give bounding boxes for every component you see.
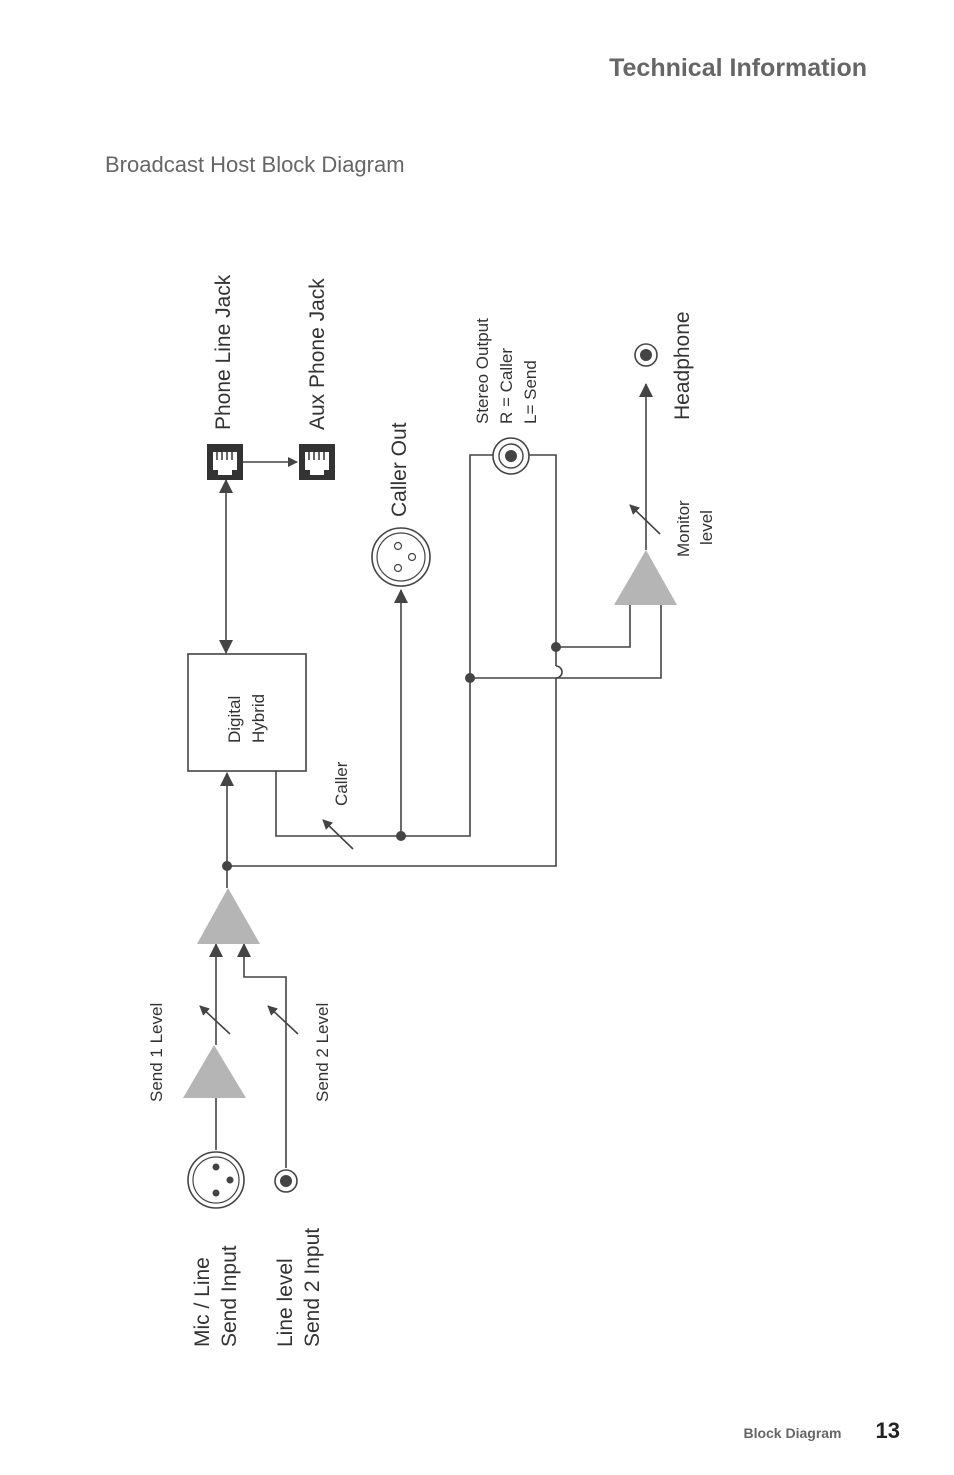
wire-caller-to-monitor [470, 605, 662, 679]
label-aux-phone-jack: Aux Phone Jack [306, 278, 329, 430]
stereo-output-jack-icon [492, 437, 530, 475]
label-send1-level: Send 1 Level [147, 1003, 166, 1102]
send2-level-arrow-icon [267, 1005, 299, 1035]
label-digital-hybrid-1: Digital [225, 696, 244, 743]
label-stereo-r: R = Caller [497, 348, 516, 424]
junction-dot [465, 673, 475, 683]
label-stereo-output: Stereo Output [473, 318, 492, 424]
diagram-title: Broadcast Host Block Diagram [105, 152, 405, 177]
label-mic-line-1: Mic / Line [191, 1257, 214, 1347]
monitor-level-arrow-icon [629, 504, 661, 535]
headphone-jack-icon [634, 343, 658, 367]
line-jack-icon [274, 1169, 298, 1193]
label-caller: Caller [332, 761, 351, 806]
label-caller-out: Caller Out [388, 422, 411, 517]
junction-dot [222, 861, 232, 871]
send1-level-arrow-icon [199, 1005, 231, 1035]
label-line-level-2: Send 2 Input [301, 1228, 324, 1347]
send1-amp-icon [183, 1045, 246, 1098]
wire-hop [555, 665, 563, 679]
xlr-caller-out-icon [371, 527, 431, 587]
caller-level-arrow-icon [322, 819, 354, 850]
wire-send2-to-sum [237, 943, 287, 1168]
footer-section-name: Block Diagram [743, 1425, 842, 1441]
junction-dot [551, 642, 561, 652]
label-headphone: Headphone [671, 311, 694, 420]
junction-dot [396, 831, 406, 841]
wire-caller-bus [275, 454, 493, 837]
label-digital-hybrid-2: Hybrid [249, 694, 268, 743]
page-footer: Block Diagram 13 [743, 1418, 900, 1444]
label-mic-line-2: Send Input [218, 1245, 241, 1347]
label-monitor-level-2: level [697, 510, 716, 545]
wire-send-to-stereo-l [528, 454, 557, 666]
label-phone-line-jack: Phone Line Jack [212, 274, 235, 430]
wire-send-bus [227, 678, 557, 867]
page-header-title: Technical Information [609, 54, 867, 82]
label-monitor-level-1: Monitor [674, 500, 693, 557]
phone-line-jack-icon [207, 444, 243, 480]
label-stereo-l: L= Send [521, 360, 540, 424]
aux-phone-jack-icon [299, 444, 335, 480]
label-send2-level: Send 2 Level [313, 1003, 332, 1102]
xlr-input-icon [187, 1151, 245, 1209]
wire-send-to-monitor [556, 605, 631, 648]
page-number: 13 [875, 1418, 900, 1443]
monitor-amp-icon [614, 550, 677, 605]
summing-amp-icon [197, 888, 260, 944]
label-line-level-1: Line level [274, 1258, 297, 1347]
digital-hybrid-box [187, 653, 307, 772]
